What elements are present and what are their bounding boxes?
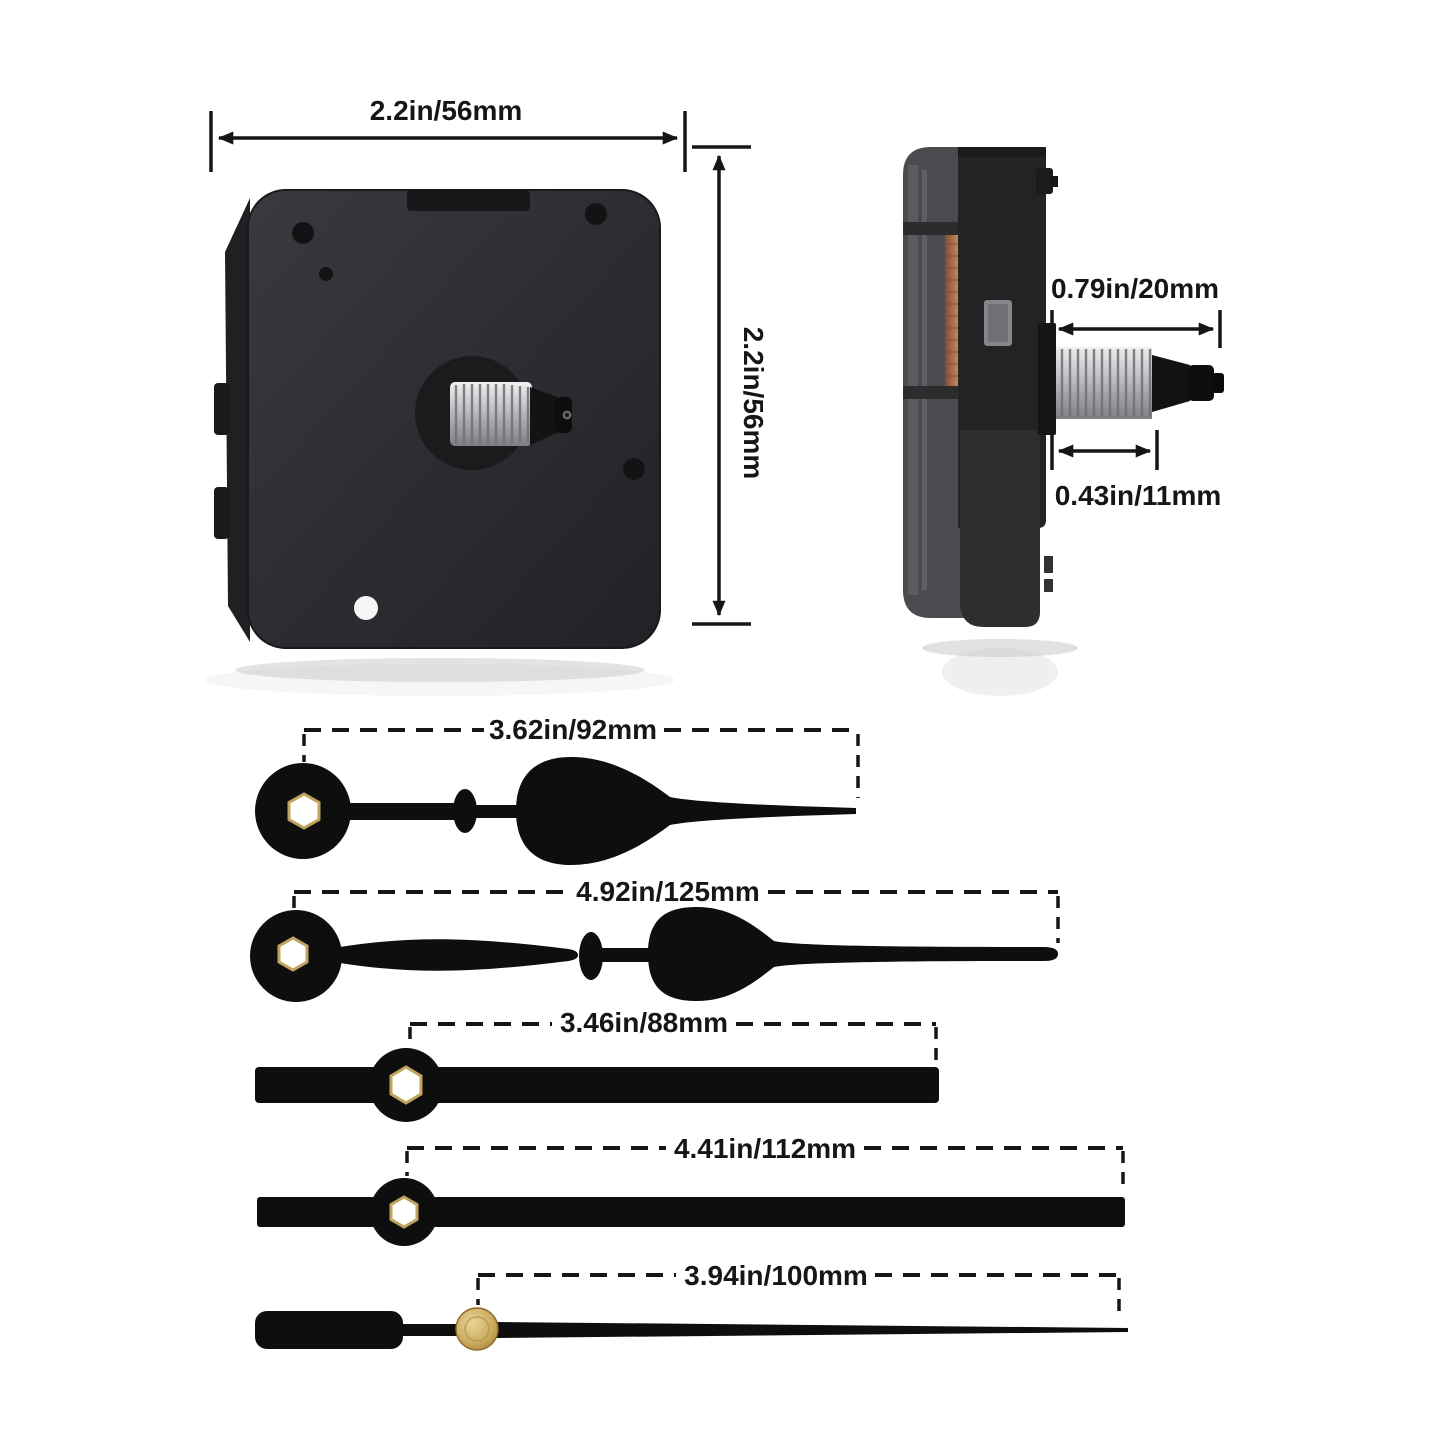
hand-row-straight-hour: 3.46in/88mm bbox=[255, 1007, 939, 1122]
hand-bar bbox=[257, 1197, 1125, 1227]
hand-stem bbox=[345, 803, 457, 820]
hand-collar bbox=[453, 789, 477, 833]
hand-needle bbox=[497, 1322, 1128, 1338]
hand-row-second: 3.94in/100mm bbox=[255, 1260, 1128, 1351]
hand-stem bbox=[600, 948, 654, 962]
shaft-total-label: 0.79in/20mm bbox=[1051, 273, 1219, 304]
housing-top-edge bbox=[958, 147, 1046, 157]
cover-highlight bbox=[908, 165, 918, 595]
hanger-tab bbox=[1036, 168, 1053, 194]
reflection-shadow bbox=[942, 648, 1058, 696]
shaft-total-length-dimension: 0.79in/20mm bbox=[1050, 273, 1222, 348]
screw-hole bbox=[585, 203, 607, 225]
case-side-tab bbox=[214, 487, 229, 539]
hand-shaft-cone-side bbox=[1152, 355, 1190, 412]
hand-hex-hole bbox=[389, 1195, 419, 1229]
cover-highlight bbox=[922, 170, 927, 590]
straight-hour-hand-illustration bbox=[255, 1048, 939, 1122]
front-height-label: 2.2in/56mm bbox=[738, 327, 769, 480]
hand-row-spade-minute: 4.92in/125mm bbox=[250, 876, 1060, 1002]
hand-stem bbox=[474, 805, 522, 818]
front-height-dimension: 2.2in/56mm bbox=[692, 145, 769, 626]
hand-dimension: 3.62in/92mm bbox=[302, 714, 860, 798]
hand-hex-hole bbox=[287, 792, 321, 830]
hand-shaft-cone bbox=[530, 387, 557, 445]
hand-row-straight-minute: 4.41in/112mm bbox=[257, 1133, 1125, 1246]
hand-spindle-stem bbox=[340, 939, 578, 971]
movement-side-illustration bbox=[903, 147, 1224, 696]
hand-row-spade-hour: 3.62in/92mm bbox=[255, 714, 860, 865]
hand-counterweight-paddle bbox=[255, 1311, 403, 1349]
hand-length-label: 4.92in/125mm bbox=[576, 876, 760, 907]
shaft-thread-length-dimension: 0.43in/11mm bbox=[1050, 430, 1222, 511]
case-side-tab bbox=[214, 383, 229, 435]
hanger-notch bbox=[407, 190, 530, 211]
hand-dimension: 3.46in/88mm bbox=[408, 1007, 938, 1063]
front-width-dimension: 2.2in/56mm bbox=[209, 95, 687, 172]
hand-brass-cap bbox=[455, 1307, 499, 1351]
reflection-shadow bbox=[205, 664, 675, 696]
movement-front-illustration bbox=[205, 189, 675, 696]
shaft-thread-label: 0.43in/11mm bbox=[1055, 480, 1222, 511]
hanger-nub bbox=[1051, 176, 1058, 187]
spade-hour-hand-illustration bbox=[255, 757, 856, 865]
mounting-hole bbox=[354, 596, 378, 620]
hand-stem bbox=[398, 1324, 460, 1336]
hand-shaft-tip-side bbox=[1188, 365, 1214, 401]
reflection-shadow bbox=[922, 639, 1078, 657]
hand-dimension: 4.92in/125mm bbox=[292, 876, 1060, 943]
hand-bar bbox=[255, 1067, 939, 1103]
screw-hole bbox=[292, 222, 314, 244]
side-tab bbox=[1044, 579, 1053, 592]
side-tab bbox=[1044, 556, 1053, 573]
hand-hex-hole bbox=[277, 936, 309, 972]
hand-collar bbox=[579, 932, 603, 980]
front-width-label: 2.2in/56mm bbox=[370, 95, 523, 126]
hand-length-label: 3.62in/92mm bbox=[489, 714, 657, 745]
housing-slot-inner bbox=[988, 304, 1008, 342]
threaded-shaft-side bbox=[1056, 347, 1152, 419]
second-hand-pin bbox=[1212, 373, 1224, 393]
hand-spade-blade bbox=[516, 757, 856, 865]
case-side-depth bbox=[225, 198, 250, 642]
screw-hole bbox=[623, 458, 645, 480]
straight-minute-hand-illustration bbox=[257, 1178, 1125, 1246]
shaft-threads-side bbox=[1060, 349, 1152, 417]
hand-brass-cap-ring bbox=[464, 1316, 490, 1342]
housing-lower bbox=[960, 430, 1040, 627]
hand-dimension: 4.41in/112mm bbox=[405, 1133, 1125, 1192]
hand-spade-blade bbox=[648, 907, 1058, 1001]
hand-length-label: 3.94in/100mm bbox=[684, 1260, 868, 1291]
hand-hex-hole bbox=[389, 1065, 423, 1105]
screw-hole bbox=[319, 267, 333, 281]
shaft-threads bbox=[454, 384, 530, 444]
second-hand-pin-hole-center bbox=[565, 413, 569, 417]
hand-dimension: 3.94in/100mm bbox=[476, 1260, 1121, 1320]
hand-length-label: 4.41in/112mm bbox=[674, 1133, 856, 1164]
front-view: 2.2in/56mm bbox=[205, 95, 769, 696]
spade-minute-hand-illustration bbox=[250, 907, 1058, 1002]
reflection-shadow bbox=[235, 658, 645, 682]
shaft-mount-plate bbox=[1038, 323, 1056, 435]
side-view: 0.79in/20mm 0.43in/11mm bbox=[903, 147, 1224, 696]
second-hand-illustration bbox=[255, 1307, 1128, 1351]
hand-length-label: 3.46in/88mm bbox=[560, 1007, 728, 1038]
